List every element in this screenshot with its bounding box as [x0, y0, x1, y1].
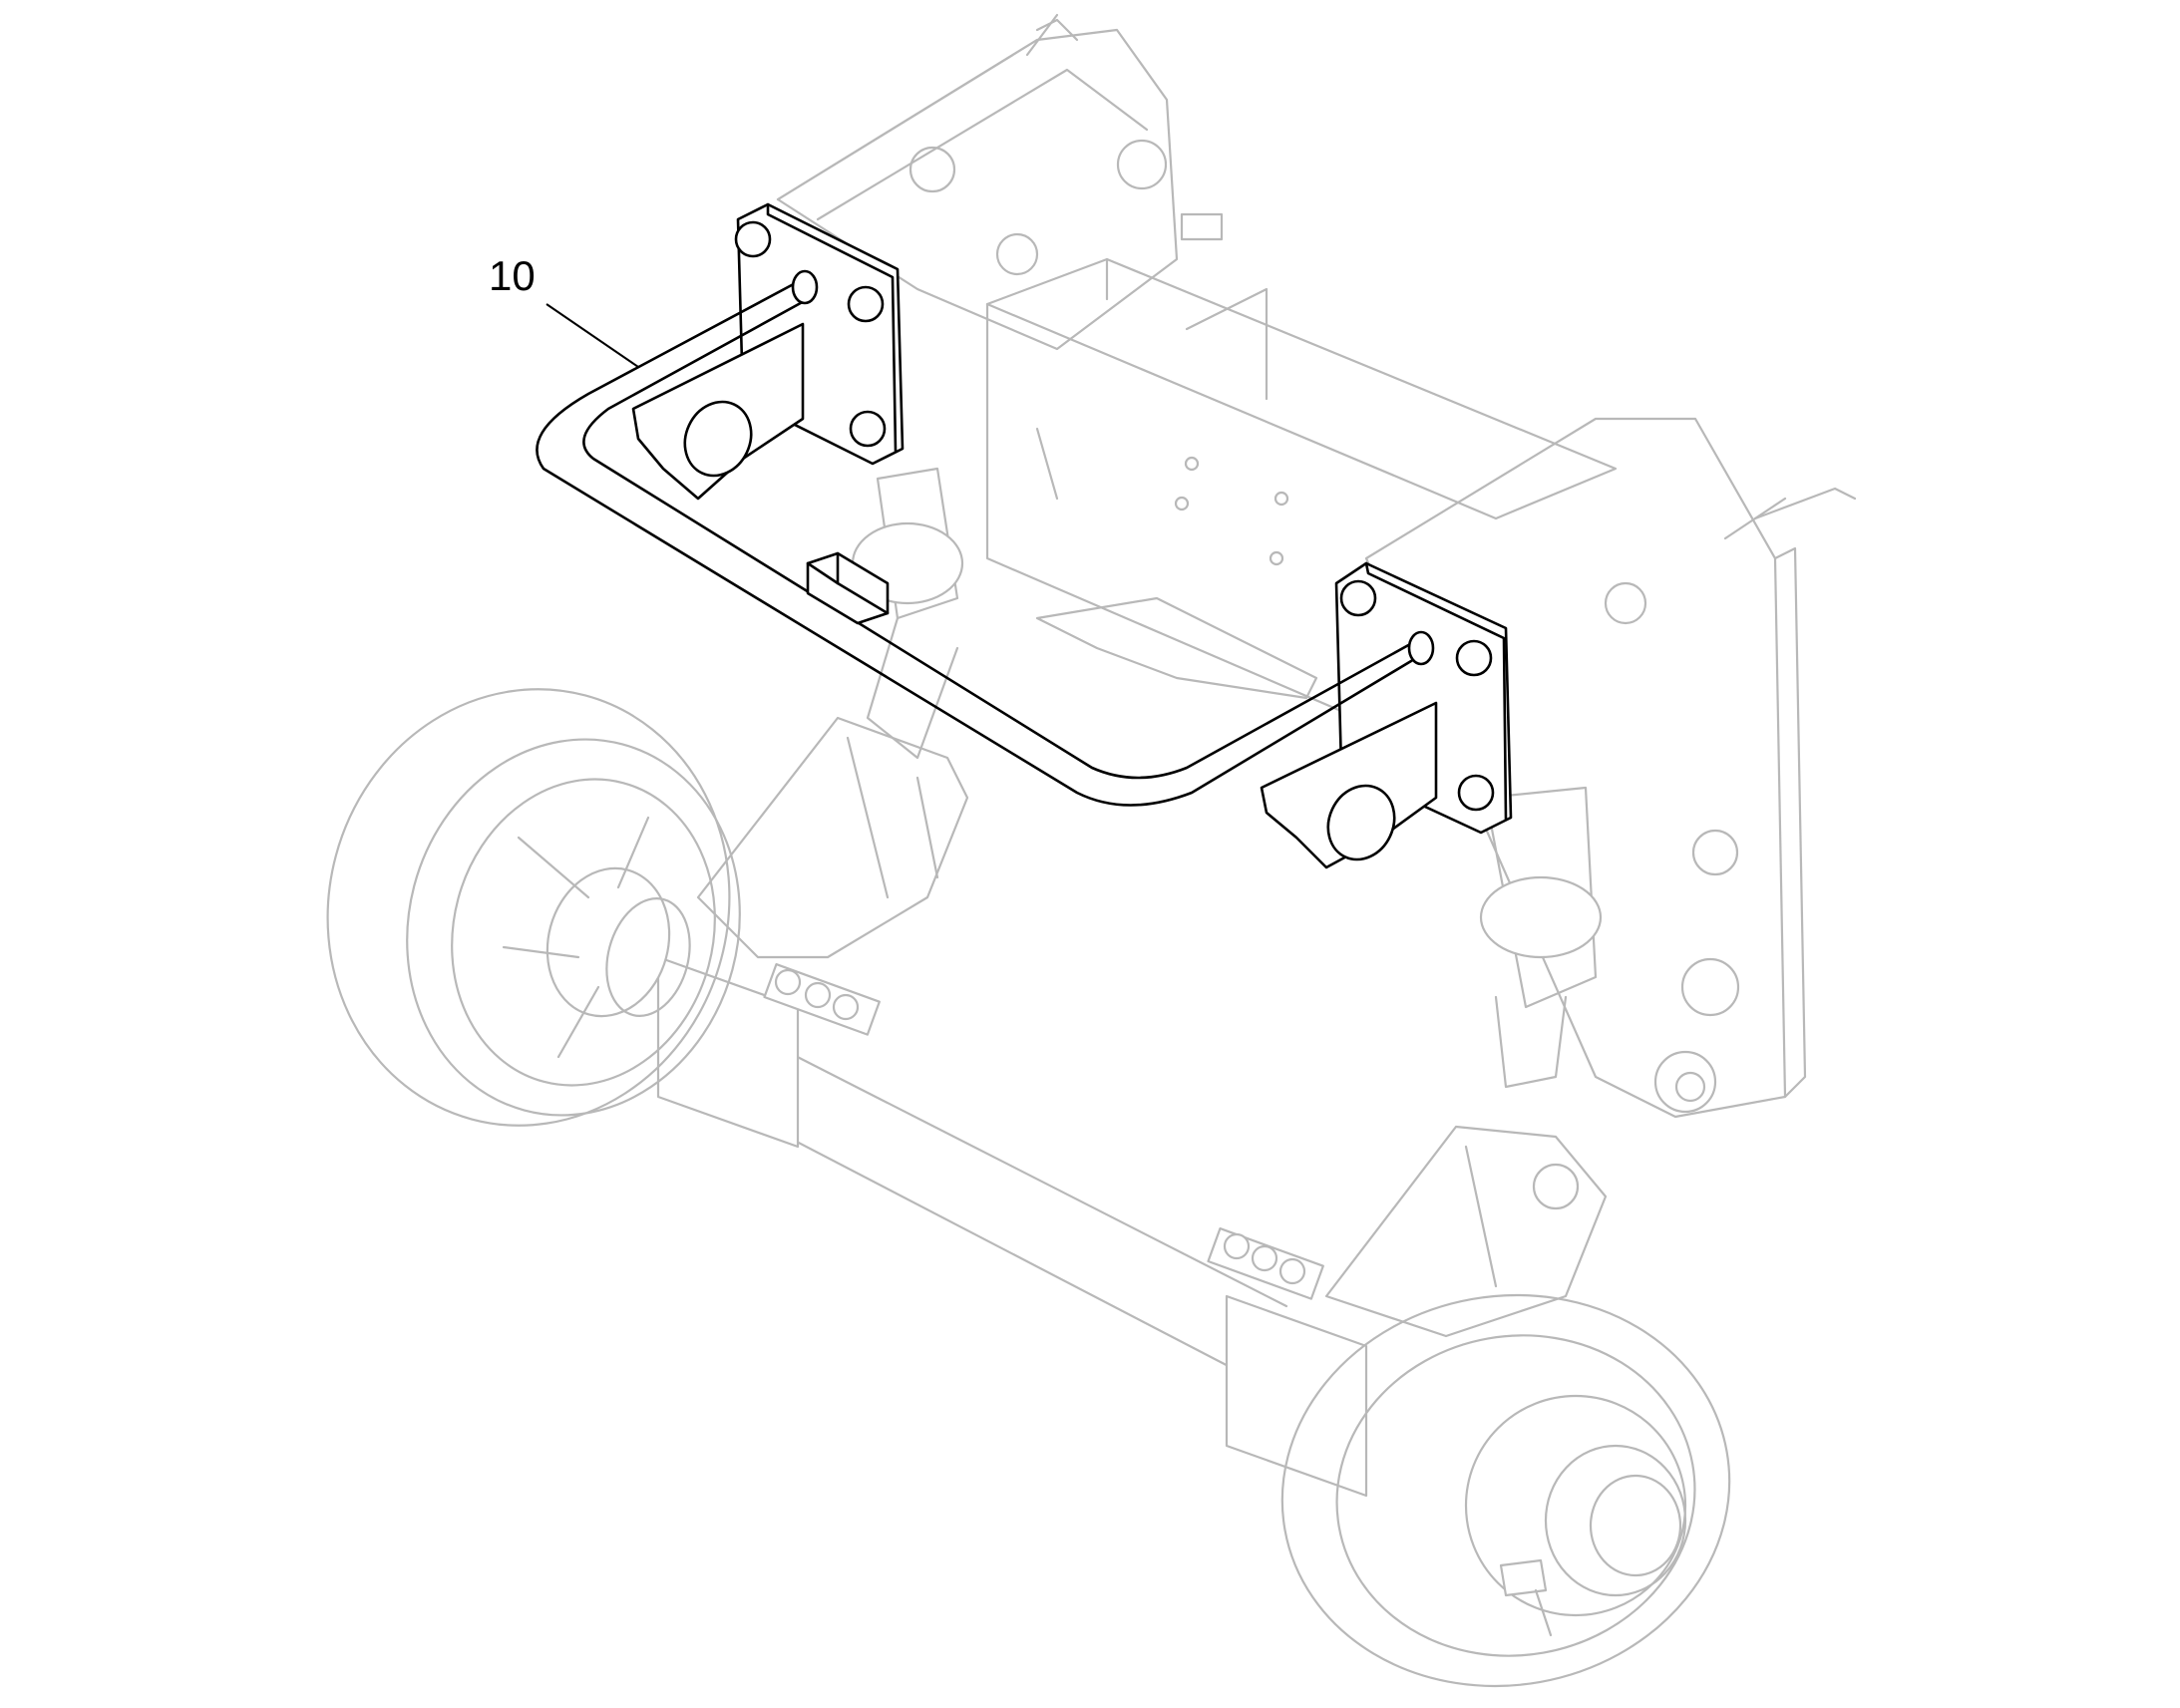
- left-wheel: [326, 688, 741, 1127]
- front-side-plate: [1364, 417, 1857, 1119]
- callout-label: 10: [489, 252, 536, 299]
- rear-lug-bracket: [631, 322, 805, 501]
- right-wheel: [1280, 1293, 1731, 1688]
- right-damper: [1479, 786, 1603, 1089]
- bogie-assembly: [326, 13, 1857, 1688]
- leader-line: [545, 303, 639, 368]
- highlighted-bracket-assembly: [536, 202, 1513, 869]
- u-guard-bar: [536, 269, 1435, 807]
- cross-beam: [985, 212, 1618, 780]
- left-suspension-arm: [696, 716, 969, 959]
- rear-side-plate: [776, 13, 1179, 351]
- axle: [656, 955, 1368, 1498]
- callout-10: 10: [489, 252, 639, 368]
- right-suspension-arm: [1324, 1125, 1608, 1338]
- front-lug-bracket: [1260, 701, 1438, 869]
- center-bracket: [1035, 596, 1318, 700]
